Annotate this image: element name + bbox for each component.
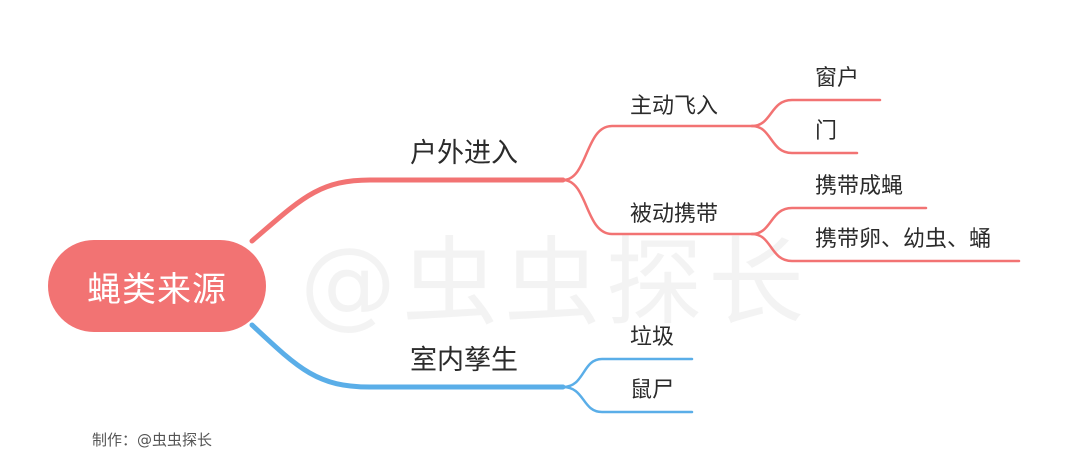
root-node: 蝇类来源 xyxy=(48,240,266,332)
watermark: @虫虫探长 xyxy=(300,205,810,344)
connector-indoor-carcass xyxy=(561,385,694,414)
connector-active-door xyxy=(750,124,859,155)
connector-root-indoor xyxy=(249,322,566,390)
node-carry-eggs-larvae-pupae: 携带卵、幼虫、蛹 xyxy=(815,227,992,252)
node-outdoor-entry: 户外进入 xyxy=(410,138,518,169)
node-carry-adult-flies: 携带成蝇 xyxy=(815,174,904,199)
node-passive-carry: 被动携带 xyxy=(630,202,719,227)
credit-footer: 制作：@虫虫探长 xyxy=(92,431,213,449)
node-rodent-carcass: 鼠尸 xyxy=(630,378,675,403)
node-door: 门 xyxy=(815,119,838,144)
node-active-fly-in: 主动飞入 xyxy=(630,94,719,119)
connector-root-outdoor xyxy=(249,177,566,244)
connector-indoor-garbage xyxy=(561,357,694,389)
connector-passive-eggs xyxy=(750,232,1021,263)
node-garbage: 垃圾 xyxy=(630,325,675,350)
node-indoor-breeding: 室内孳生 xyxy=(410,345,518,376)
root-label: 蝇类来源 xyxy=(87,269,227,310)
connector-outdoor-passive xyxy=(561,178,754,236)
connector-outdoor-active xyxy=(561,124,754,182)
connector-passive-adult xyxy=(750,206,928,236)
connector-active-window xyxy=(750,98,882,128)
node-window: 窗户 xyxy=(815,66,860,91)
